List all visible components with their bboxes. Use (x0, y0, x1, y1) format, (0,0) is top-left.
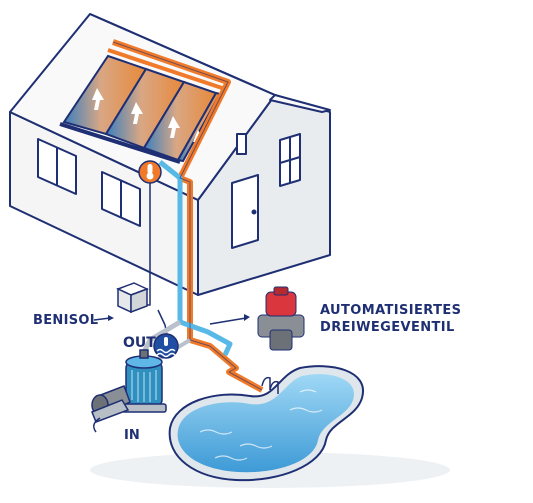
three-way-valve (257, 286, 305, 351)
benisol-controller (116, 282, 149, 314)
roof-eave (269, 94, 331, 113)
cold-pipe (158, 160, 233, 357)
side-door (231, 174, 259, 249)
side-window (236, 133, 301, 187)
swimming-pool (168, 365, 365, 482)
valve-label-line1: AUTOMATISIERTES (320, 303, 462, 318)
front-window-right (101, 171, 141, 227)
thermometer-icon (138, 160, 162, 184)
water-temperature-icon (153, 333, 179, 359)
solar-collectors (59, 48, 223, 164)
in-label: IN (124, 428, 140, 443)
valve-label: AUTOMATISIERTES DREIWEGEVENTIL (320, 302, 461, 336)
valve-pointer (209, 317, 247, 325)
out-label: OUT (123, 335, 156, 351)
front-window-left (37, 138, 77, 195)
valve-label-line2: DREIWEGEVENTIL (320, 320, 455, 335)
pool-ladder (261, 376, 279, 394)
benisol-label: BENISOL (33, 313, 99, 328)
pump (91, 385, 131, 433)
solar-panel (176, 91, 222, 163)
benisol-pointer (93, 317, 111, 321)
